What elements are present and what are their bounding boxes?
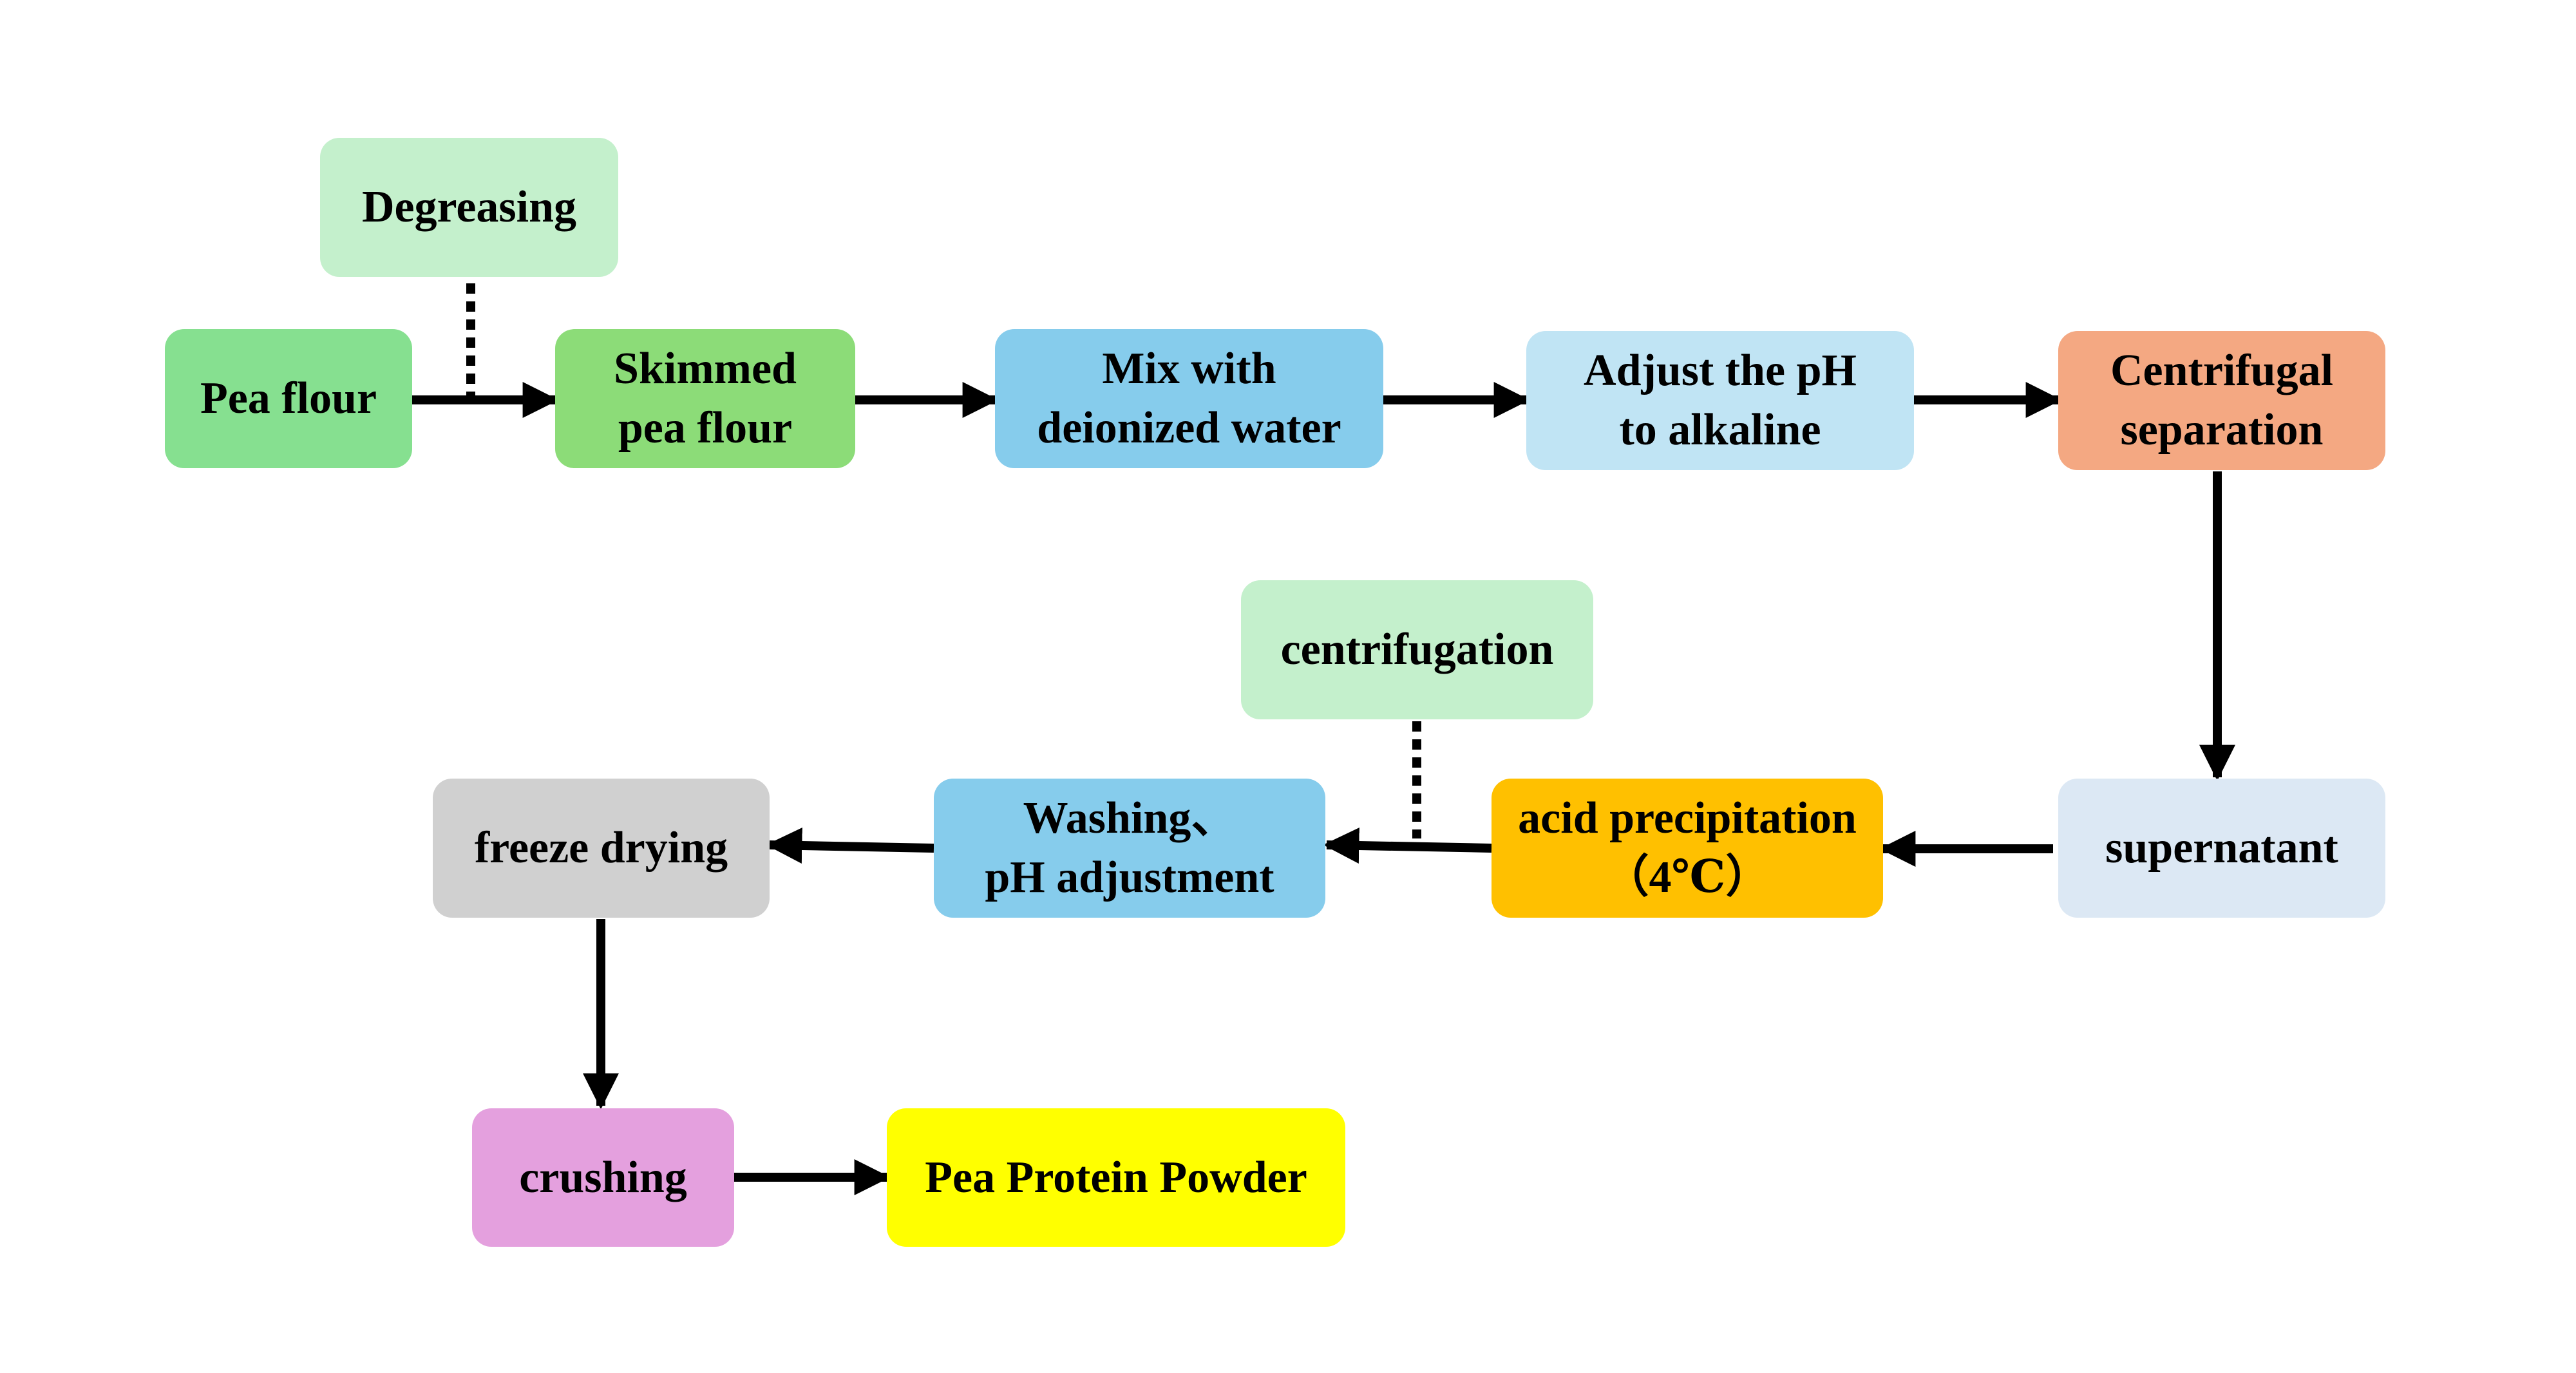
node-centrifugal-separation: Centrifugal separation bbox=[2058, 331, 2385, 470]
edge-washing-to-freeze bbox=[766, 827, 934, 864]
node-mix-water: Mix with deionized water bbox=[995, 329, 1383, 468]
node-degreasing: Degreasing bbox=[320, 138, 618, 277]
node-pea-flour: Pea flour bbox=[165, 329, 412, 468]
node-crushing: crushing bbox=[472, 1108, 734, 1247]
node-pea-protein-powder: Pea Protein Powder bbox=[887, 1108, 1345, 1247]
node-adjust-ph: Adjust the pH to alkaline bbox=[1526, 331, 1914, 470]
edge-acid-to-washing bbox=[1323, 827, 1492, 864]
node-skimmed-pea-flour: Skimmed pea flour bbox=[555, 329, 855, 468]
node-acid-precipitation: acid precipitation （4℃） bbox=[1492, 779, 1883, 918]
node-freeze-drying: freeze drying bbox=[433, 779, 770, 918]
node-centrifugation: centrifugation bbox=[1241, 580, 1593, 719]
node-supernatant: supernatant bbox=[2058, 779, 2385, 918]
node-washing: Washing、 pH adjustment bbox=[934, 779, 1325, 918]
